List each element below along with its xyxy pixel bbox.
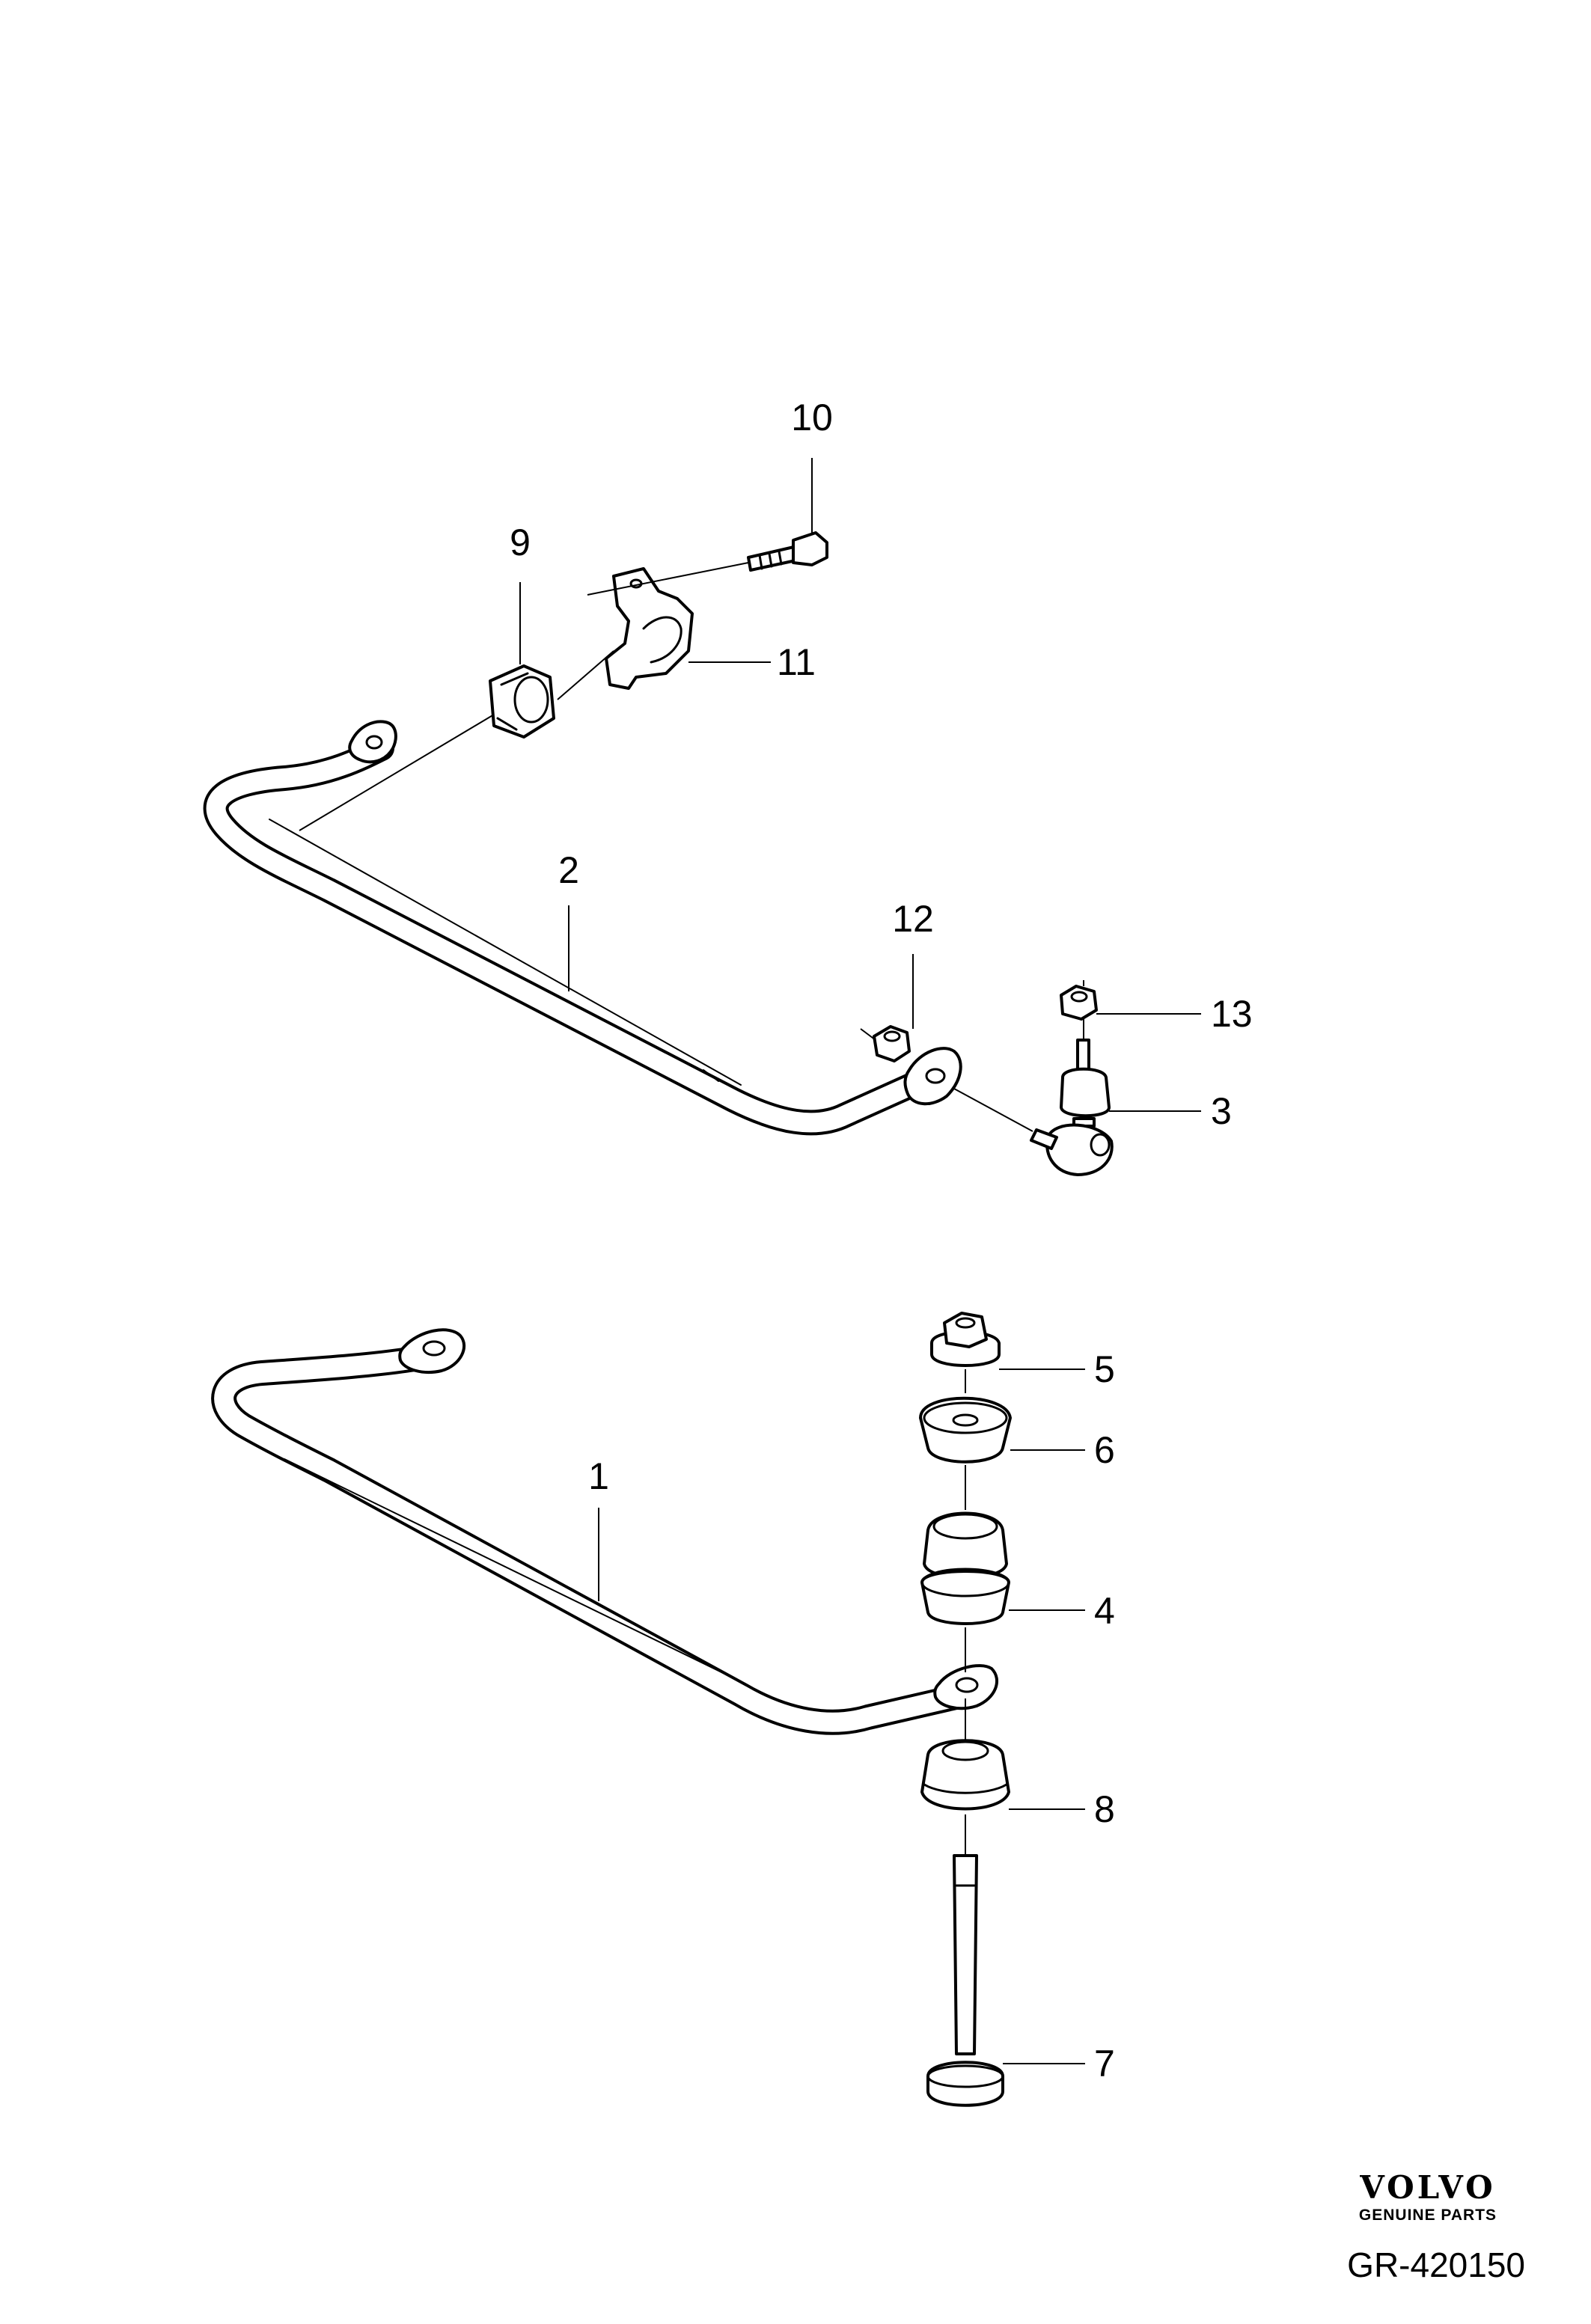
callout-7: 7	[1094, 2043, 1115, 2085]
stabilizer-bar-lower	[211, 1328, 999, 1735]
volvo-genuine-parts-logo: VOLVO GENUINE PARTS	[1331, 2170, 1525, 2225]
nut-12	[873, 1025, 911, 1062]
bolt-10	[747, 531, 828, 572]
callout-labels: 10 9 11 2 12 13 3 5 6 1 4 8 7	[510, 397, 1253, 2085]
callout-9: 9	[510, 522, 531, 563]
nut-5	[930, 1312, 1001, 1367]
callout-12: 12	[892, 898, 934, 940]
bushing-6	[919, 1396, 1012, 1464]
genuine-parts-label: GENUINE PARTS	[1358, 2207, 1497, 2224]
callout-6: 6	[1094, 1429, 1115, 1471]
callout-3: 3	[1211, 1090, 1232, 1132]
bushing-4	[920, 1511, 1010, 1625]
diagram-reference-number: GR-420150	[1347, 2245, 1525, 2284]
volvo-logo: VOLVO	[1360, 2169, 1496, 2206]
callout-13: 13	[1211, 993, 1253, 1035]
callout-11: 11	[777, 641, 816, 683]
nut-13	[1060, 985, 1098, 1021]
bushing-9	[489, 664, 555, 739]
callout-8: 8	[1094, 1788, 1115, 1830]
link-rod-3	[1030, 1039, 1114, 1176]
callout-2: 2	[558, 849, 579, 891]
callout-5: 5	[1094, 1348, 1115, 1390]
bushing-8	[920, 1739, 1010, 1811]
callout-1: 1	[588, 1455, 609, 1497]
bolt-7	[926, 1854, 1004, 2107]
stabilizer-bar-upper	[203, 720, 962, 1136]
callout-4: 4	[1094, 1590, 1115, 1632]
leader-lines	[299, 458, 1201, 2064]
bracket-11	[605, 567, 694, 690]
callout-10: 10	[791, 397, 833, 438]
